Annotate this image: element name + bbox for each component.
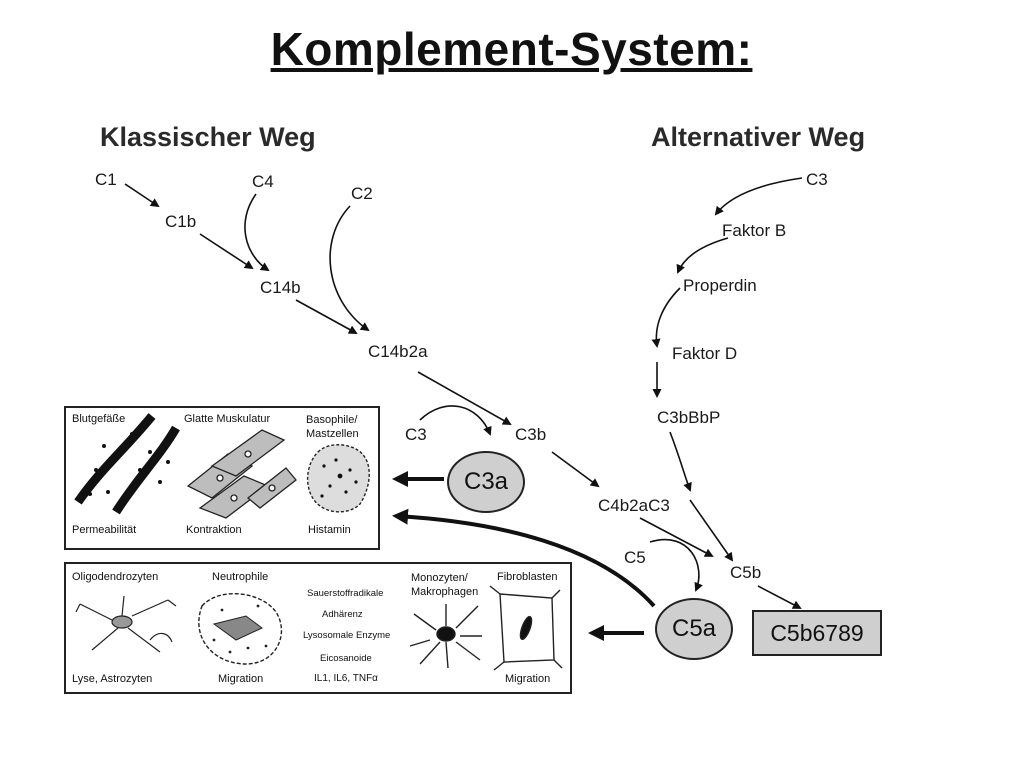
node-c14b: C14b: [260, 278, 301, 297]
label-basophile: Basophile/ Mastzellen: [306, 414, 359, 440]
arrow-c1-c1b: [124, 183, 160, 208]
arrow-c5a-effects-top: [392, 508, 656, 608]
arrow-c14b-c14b2a: [295, 299, 358, 334]
arrow-c5b-c5b6789: [757, 585, 802, 609]
arrow-c14b2a-c3b: [417, 371, 512, 425]
mast-cell-illustration: [307, 444, 370, 513]
label-migration-fibroblasten: Migration: [505, 673, 551, 685]
node-c3b: C3b: [515, 425, 547, 444]
label-lyse-astrozyten: Lyse, Astrozyten: [72, 673, 153, 685]
alternative-pathway-heading: Alternativer Weg: [651, 122, 866, 152]
label-glatte-muskulatur: Glatte Muskulatur: [184, 413, 271, 425]
page-title: Komplement-System:: [270, 23, 753, 75]
arrow-faktorb-properdin: [676, 237, 729, 274]
label-sauerstoffradikale: Sauerstoffradikale: [307, 588, 384, 599]
node-c4b2ac3: C4b2aC3: [598, 496, 670, 515]
arrow-c1b-c14b: [199, 233, 254, 270]
node-c3-left: C3: [405, 425, 427, 444]
node-properdin: Properdin: [683, 276, 757, 295]
node-c14b2a: C14b2a: [368, 342, 428, 361]
label-oligodendrozyten: Oligodendrozyten: [72, 571, 159, 583]
node-c1: C1: [95, 170, 117, 189]
arrow-c3bbbp-c5b: [689, 499, 734, 562]
label-kontraktion: Kontraktion: [186, 524, 242, 536]
arrow-c4-c14b: [244, 193, 270, 272]
label-monozyten: Monozyten/ Makrophagen: [411, 572, 479, 598]
arrow-c2-c14b2a: [329, 205, 370, 332]
node-c5b: C5b: [730, 563, 762, 582]
node-c4: C4: [252, 172, 274, 191]
node-c3-alt: C3: [806, 170, 828, 189]
node-faktor-b: Faktor B: [722, 221, 787, 240]
node-c1b: C1b: [165, 212, 197, 231]
arrow-c3-c3b: [419, 405, 492, 436]
label-histamin: Histamin: [308, 524, 351, 536]
oligodendrocyte-illustration: [75, 595, 177, 653]
node-c3a: C3a: [447, 451, 525, 513]
macrophage-illustration: [409, 604, 482, 669]
label-lysosomale-enzyme: Lysosomale Enzyme: [303, 630, 391, 641]
label-fibroblasten: Fibroblasten: [497, 571, 558, 583]
blood-vessel-illustration: [74, 413, 180, 515]
node-c5a: C5a: [655, 598, 733, 660]
label-migration-neutrophile: Migration: [218, 673, 264, 685]
arrow-c3-faktorb: [714, 177, 803, 216]
smooth-muscle-illustration: [186, 429, 297, 519]
arrow-c3bbbp-c5: [669, 431, 692, 492]
arrow-c3b-c4b2ac3: [551, 451, 600, 488]
label-neutrophile: Neutrophile: [212, 571, 269, 583]
classical-pathway-heading: Klassischer Weg: [100, 122, 316, 152]
fibroblast-illustration: [489, 585, 563, 671]
label-interleukins: IL1, IL6, TNFα: [314, 673, 378, 684]
arrow-c4b2ac3-c5b: [639, 517, 714, 557]
arrow-properdin-faktord: [651, 287, 681, 348]
node-c2: C2: [351, 184, 373, 203]
node-c5b6789: C5b6789: [752, 610, 882, 656]
node-c3bbbp: C3bBbP: [657, 408, 721, 427]
effects-box-c5a: [64, 562, 572, 694]
label-eicosanoide: Eicosanoide: [320, 653, 372, 664]
label-adhaerenz: Adhärenz: [322, 609, 363, 620]
arrow-c5-c5a: [649, 539, 703, 592]
neutrophil-illustration: [198, 593, 283, 665]
label-blutgefaesse: Blutgefäße: [72, 413, 126, 425]
label-permeabilitaet: Permeabilität: [72, 524, 137, 536]
node-c5: C5: [624, 548, 646, 567]
node-faktor-d: Faktor D: [672, 344, 738, 363]
